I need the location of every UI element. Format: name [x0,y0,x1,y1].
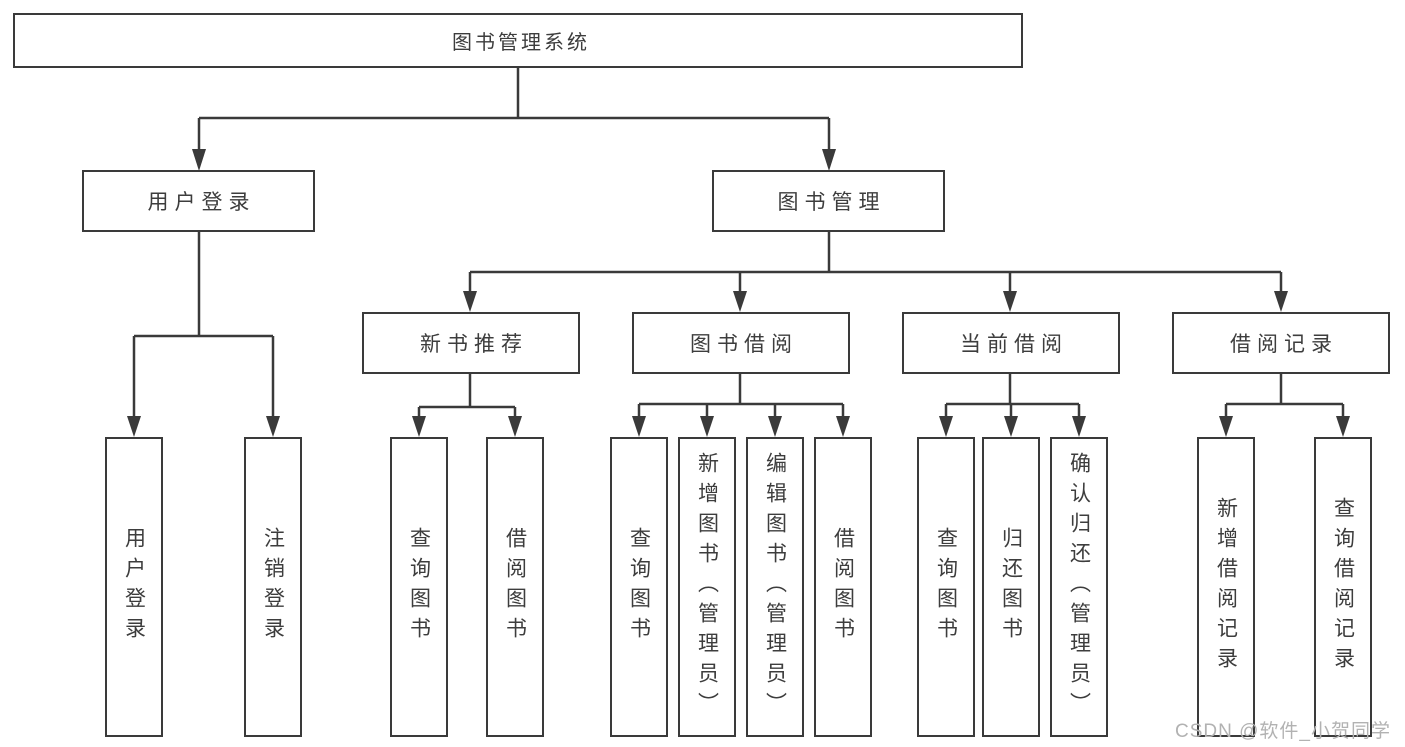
node-new-book-recommend: 新书推荐 [362,312,580,374]
leaf-user-login: 用户登录 [105,437,163,737]
leaf-add-book-admin: 新增图书（管理员） [678,437,736,737]
leaf-borrow-books-borrow: 借阅图书 [814,437,872,737]
node-current-borrow: 当前借阅 [902,312,1120,374]
node-root: 图书管理系统 [13,13,1023,68]
leaf-return-books: 归还图书 [982,437,1040,737]
leaf-query-books-current: 查询图书 [917,437,975,737]
watermark-text: CSDN @软件_小贺同学 [1175,721,1391,742]
node-book-borrow: 图书借阅 [632,312,850,374]
leaf-query-books-recommend: 查询图书 [390,437,448,737]
leaf-query-borrow-record: 查询借阅记录 [1314,437,1372,737]
leaf-logout: 注销登录 [244,437,302,737]
arrowheads [127,149,1350,437]
node-user-login: 用户登录 [82,170,315,232]
leaf-borrow-books-recommend: 借阅图书 [486,437,544,737]
leaf-edit-book-admin: 编辑图书（管理员） [746,437,804,737]
leaf-confirm-return-admin: 确认归还（管理员） [1050,437,1108,737]
leaf-add-borrow-record: 新增借阅记录 [1197,437,1255,737]
node-book-management: 图书管理 [712,170,945,232]
leaf-query-books-borrow: 查询图书 [610,437,668,737]
node-borrow-records: 借阅记录 [1172,312,1390,374]
